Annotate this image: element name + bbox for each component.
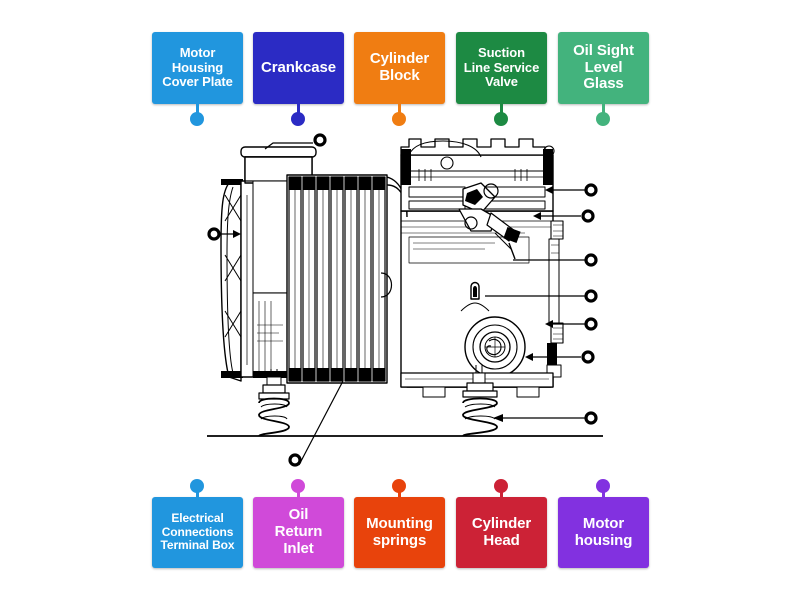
connector-dot-cylinder-head[interactable] bbox=[494, 479, 508, 493]
mounting-spring-right bbox=[462, 365, 498, 437]
label-text: Motor housing bbox=[574, 514, 633, 549]
oil-sight-glass bbox=[464, 316, 526, 378]
leader-bottom bbox=[298, 380, 344, 466]
marker-top bbox=[313, 133, 327, 147]
marker-right-2 bbox=[581, 209, 595, 223]
cylinder-head bbox=[400, 138, 555, 212]
diagram-markers bbox=[207, 133, 598, 467]
marker-right-1 bbox=[584, 183, 598, 197]
label-text: Electrical Connections Terminal Box bbox=[160, 511, 235, 553]
label-text: Suction Line Service Valve bbox=[463, 45, 540, 90]
connector-dot-mounting-springs[interactable] bbox=[392, 479, 406, 493]
connector-stem-crankcase bbox=[296, 104, 300, 116]
connector-dot-cylinder-block[interactable] bbox=[392, 112, 406, 126]
connector-dot-motor-housing[interactable] bbox=[596, 479, 610, 493]
connector-stem-motor-housing-cover-plate bbox=[195, 104, 199, 116]
connector-stem-cylinder-block bbox=[397, 104, 401, 116]
connector-dot-suction-line-service-valve[interactable] bbox=[494, 112, 508, 126]
connector-dot-motor-housing-cover-plate[interactable] bbox=[190, 112, 204, 126]
label-text: Oil Return Inlet bbox=[274, 506, 323, 557]
compressor-diagram bbox=[195, 125, 615, 475]
label-box-motor-housing[interactable]: Motor housing bbox=[558, 497, 649, 568]
leader-lines bbox=[219, 142, 585, 466]
label-text: Mounting springs bbox=[366, 514, 433, 549]
marker-bottom bbox=[288, 453, 302, 467]
label-box-electrical-connections-terminal-box[interactable]: Electrical Connections Terminal Box bbox=[152, 497, 243, 568]
label-box-oil-sight-level-glass[interactable]: Oil Sight Level Glass bbox=[558, 32, 649, 104]
marker-right-5 bbox=[584, 317, 598, 331]
oil-return-inlet-fitting bbox=[460, 281, 490, 312]
label-box-suction-line-service-valve[interactable]: Suction Line Service Valve bbox=[456, 32, 547, 104]
label-box-cylinder-block[interactable]: Cylinder Block bbox=[354, 32, 445, 104]
label-box-cylinder-head[interactable]: Cylinder Head bbox=[456, 497, 547, 568]
label-text: Cylinder Block bbox=[369, 50, 430, 84]
connector-dot-oil-sight-level-glass[interactable] bbox=[596, 112, 610, 126]
connector-dot-crankcase[interactable] bbox=[291, 112, 305, 126]
label-text: Motor Housing Cover Plate bbox=[162, 45, 233, 90]
label-text: Oil Sight Level Glass bbox=[573, 41, 634, 93]
marker-right-7 bbox=[584, 411, 598, 425]
marker-right-6 bbox=[581, 350, 595, 364]
leader-top bbox=[264, 142, 313, 150]
connector-dot-electrical-connections-terminal-box[interactable] bbox=[190, 479, 204, 493]
suction-line-service-valve bbox=[458, 182, 521, 260]
lifting-recess bbox=[380, 272, 393, 298]
marker-left bbox=[207, 227, 221, 241]
marker-right-3 bbox=[584, 253, 598, 267]
right-side-fittings bbox=[546, 220, 564, 378]
label-box-motor-housing-cover-plate[interactable]: Motor Housing Cover Plate bbox=[152, 32, 243, 104]
connector-stem-oil-sight-level-glass bbox=[601, 104, 605, 116]
label-box-mounting-springs[interactable]: Mounting springs bbox=[354, 497, 445, 568]
connector-dot-oil-return-inlet[interactable] bbox=[291, 479, 305, 493]
label-box-crankcase[interactable]: Crankcase bbox=[253, 32, 344, 104]
label-text: Crankcase bbox=[261, 58, 336, 76]
connector-stem-suction-line-service-valve bbox=[499, 104, 503, 116]
cover-plate-cap bbox=[240, 146, 317, 158]
cooling-fins bbox=[286, 174, 388, 384]
label-box-oil-return-inlet[interactable]: Oil Return Inlet bbox=[253, 497, 344, 568]
mounting-spring-left bbox=[258, 369, 290, 437]
marker-right-4 bbox=[584, 289, 598, 303]
label-text: Cylinder Head bbox=[471, 514, 532, 549]
